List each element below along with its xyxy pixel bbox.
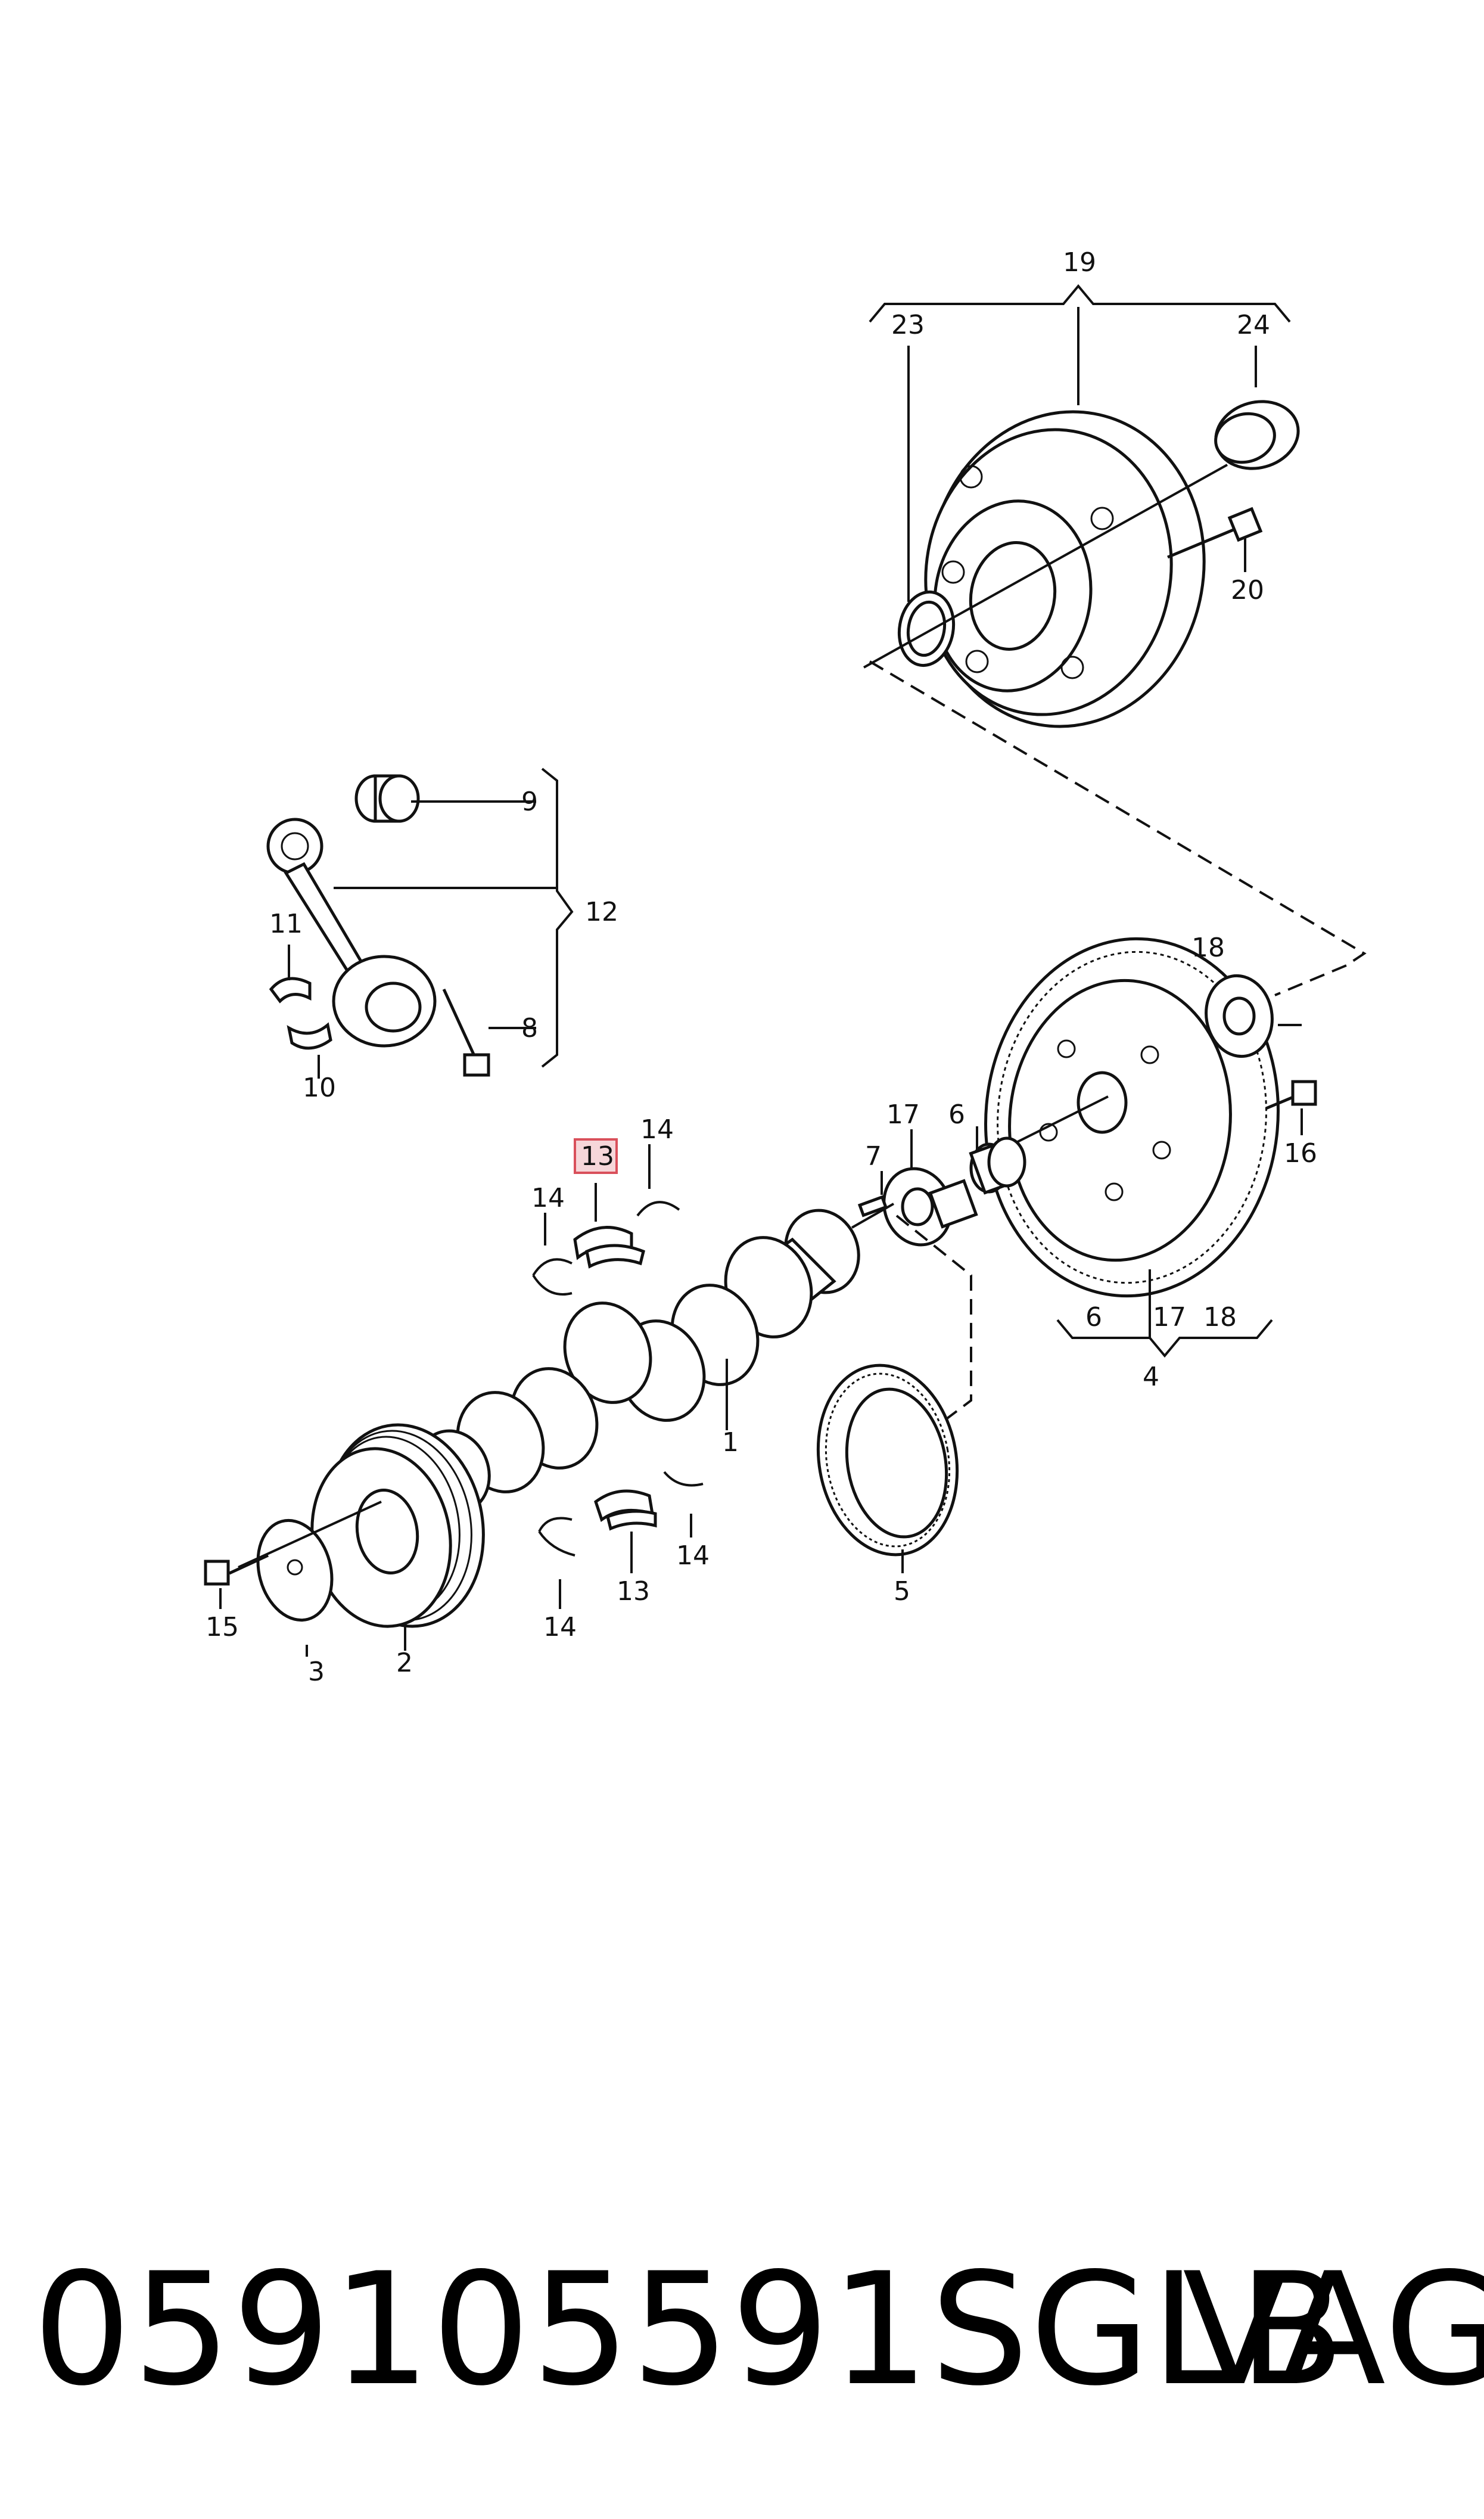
callout-3: 3 <box>308 1657 325 1687</box>
callout-17: 17 <box>1153 1302 1186 1333</box>
callout-14: 14 <box>640 1114 674 1145</box>
callout-6: 6 <box>1085 1302 1102 1333</box>
flywheel-4 <box>869 660 1367 1358</box>
callout-6: 6 <box>948 1099 965 1130</box>
callout-7: 7 <box>865 1141 882 1172</box>
bearing-shells-13-14 <box>532 1138 704 1609</box>
callout-14: 14 <box>543 1612 577 1642</box>
ring-gear-5 <box>816 1363 959 1573</box>
part-number-caption: 059105591SGLB <box>33 2240 1346 2420</box>
callout-14: 14 <box>531 1183 565 1213</box>
callout-2: 2 <box>396 1648 413 1678</box>
callout-14: 14 <box>676 1540 710 1571</box>
callout-13-highlighted: 13 <box>581 1141 614 1172</box>
callout-8: 8 <box>521 1013 538 1043</box>
callout-5: 5 <box>894 1576 910 1607</box>
callout-15: 15 <box>206 1612 239 1642</box>
callout-16: 16 <box>1284 1138 1317 1169</box>
callout-19: 19 <box>1063 247 1096 278</box>
callout-12: 12 <box>585 897 618 927</box>
callout-1: 1 <box>722 1427 739 1458</box>
callout-4: 4 <box>1143 1362 1159 1392</box>
callout-11: 11 <box>269 909 303 939</box>
connecting-rod-group-12 <box>266 768 574 1079</box>
brand-caption: VAG <box>1183 2240 1484 2420</box>
pulley-group-2-3-15 <box>204 1423 485 1657</box>
callout-18: 18 <box>1191 933 1225 963</box>
callout-10: 10 <box>303 1073 336 1103</box>
highlight-box-13 <box>574 1138 618 1174</box>
callout-18: 18 <box>1203 1302 1237 1333</box>
callout-20: 20 <box>1231 575 1264 605</box>
callout-24: 24 <box>1237 310 1270 340</box>
callout-13: 13 <box>617 1576 650 1607</box>
callout-labels: 19 23 24 20 9 12 11 8 10 18 16 17 6 7 13… <box>206 247 1317 1687</box>
callout-17: 17 <box>886 1099 920 1130</box>
callout-9: 9 <box>521 787 538 817</box>
flywheel-assembly-19 <box>863 284 1300 728</box>
callout-23: 23 <box>891 310 925 340</box>
